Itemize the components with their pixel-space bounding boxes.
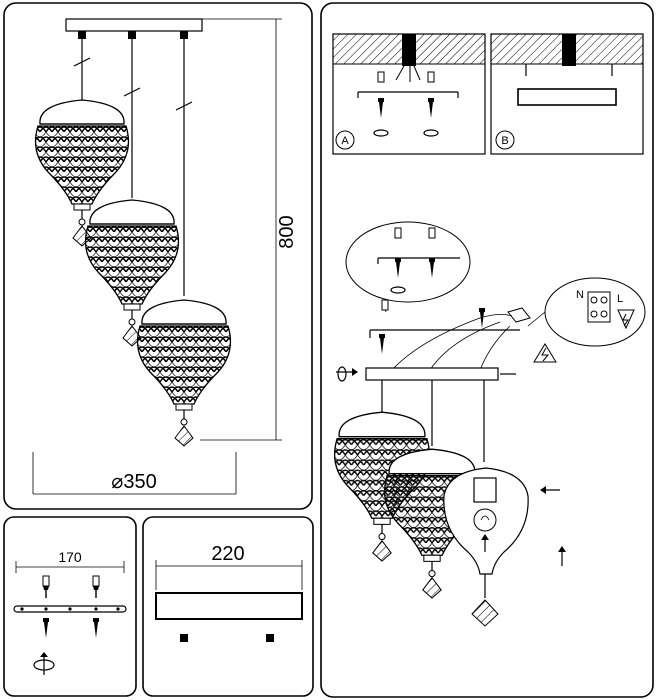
diameter-label: ⌀350 [111, 471, 156, 493]
bracket-spacing-label: 170 [58, 549, 82, 565]
product-drawing [34, 18, 232, 447]
wiring-callout: N L [527, 277, 646, 347]
step-b-box: B [490, 33, 644, 155]
assembled-fixture [333, 299, 566, 627]
diameter-dimension: ⌀350 [32, 452, 237, 495]
bracket-detail-callout [345, 221, 471, 313]
height-label: 800 [276, 215, 298, 248]
electric-warning-icon [533, 343, 557, 363]
wiring-live-label: L [617, 293, 623, 305]
height-dimension: 800 [198, 18, 298, 441]
step-a-box: A [332, 33, 486, 155]
bracket-drawing: 170 [13, 549, 127, 675]
canopy-drawing: 220 [155, 543, 303, 642]
canopy-width-label: 220 [211, 543, 244, 565]
wiring-neutral-label: N [576, 289, 584, 301]
step-a-label: A [341, 135, 349, 147]
step-b-label: B [501, 135, 508, 147]
